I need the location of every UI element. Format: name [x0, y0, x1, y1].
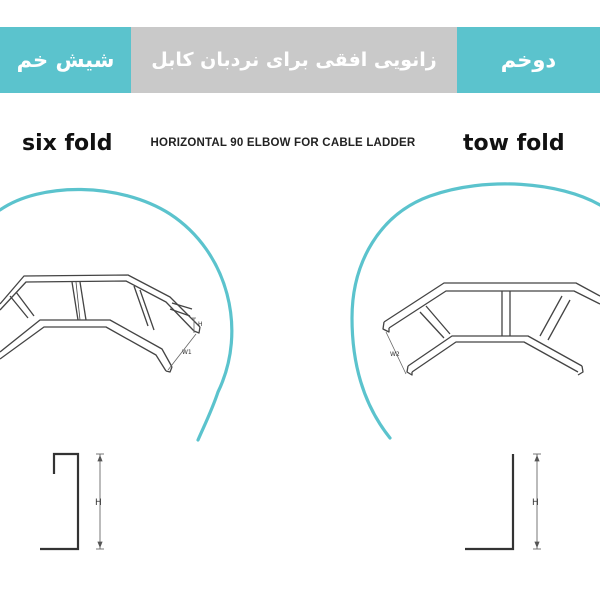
banner-center-text: زانویی افقی برای نردبان کابل — [151, 49, 437, 71]
left-elbow-six-fold — [0, 274, 201, 373]
banner-left-text: شیش خم — [16, 48, 115, 72]
left-arc — [0, 187, 234, 442]
left-profile-section — [40, 452, 80, 551]
subtitle: HORIZONTAL 90 ELBOW FOR CABLE LADDER — [150, 137, 416, 149]
left-elbow-dimensions — [167, 317, 197, 371]
banner-title-fa: زانویی افقی برای نردبان کابل — [131, 27, 457, 93]
left-profile-height-label: H — [95, 498, 102, 508]
right-width-label: W2 — [390, 351, 400, 358]
left-profile-dimension — [96, 453, 104, 550]
right-profile-dimension — [533, 453, 541, 550]
right-profile-height-label: H — [532, 498, 539, 508]
heading-tow-fold: tow fold — [463, 131, 565, 156]
heading-six-fold: six fold — [22, 131, 113, 156]
banner-two-fold-fa: دوخم — [457, 27, 600, 93]
right-arc — [350, 182, 600, 440]
left-width-label: W1 — [182, 349, 192, 356]
banner-six-fold-fa: شیش خم — [0, 27, 131, 93]
banner-right-text: دوخم — [500, 48, 557, 72]
right-elbow-two-fold — [382, 282, 600, 376]
right-profile-section — [465, 454, 515, 551]
left-height-small-label: H — [198, 321, 203, 328]
right-elbow-dimensions — [385, 331, 407, 375]
